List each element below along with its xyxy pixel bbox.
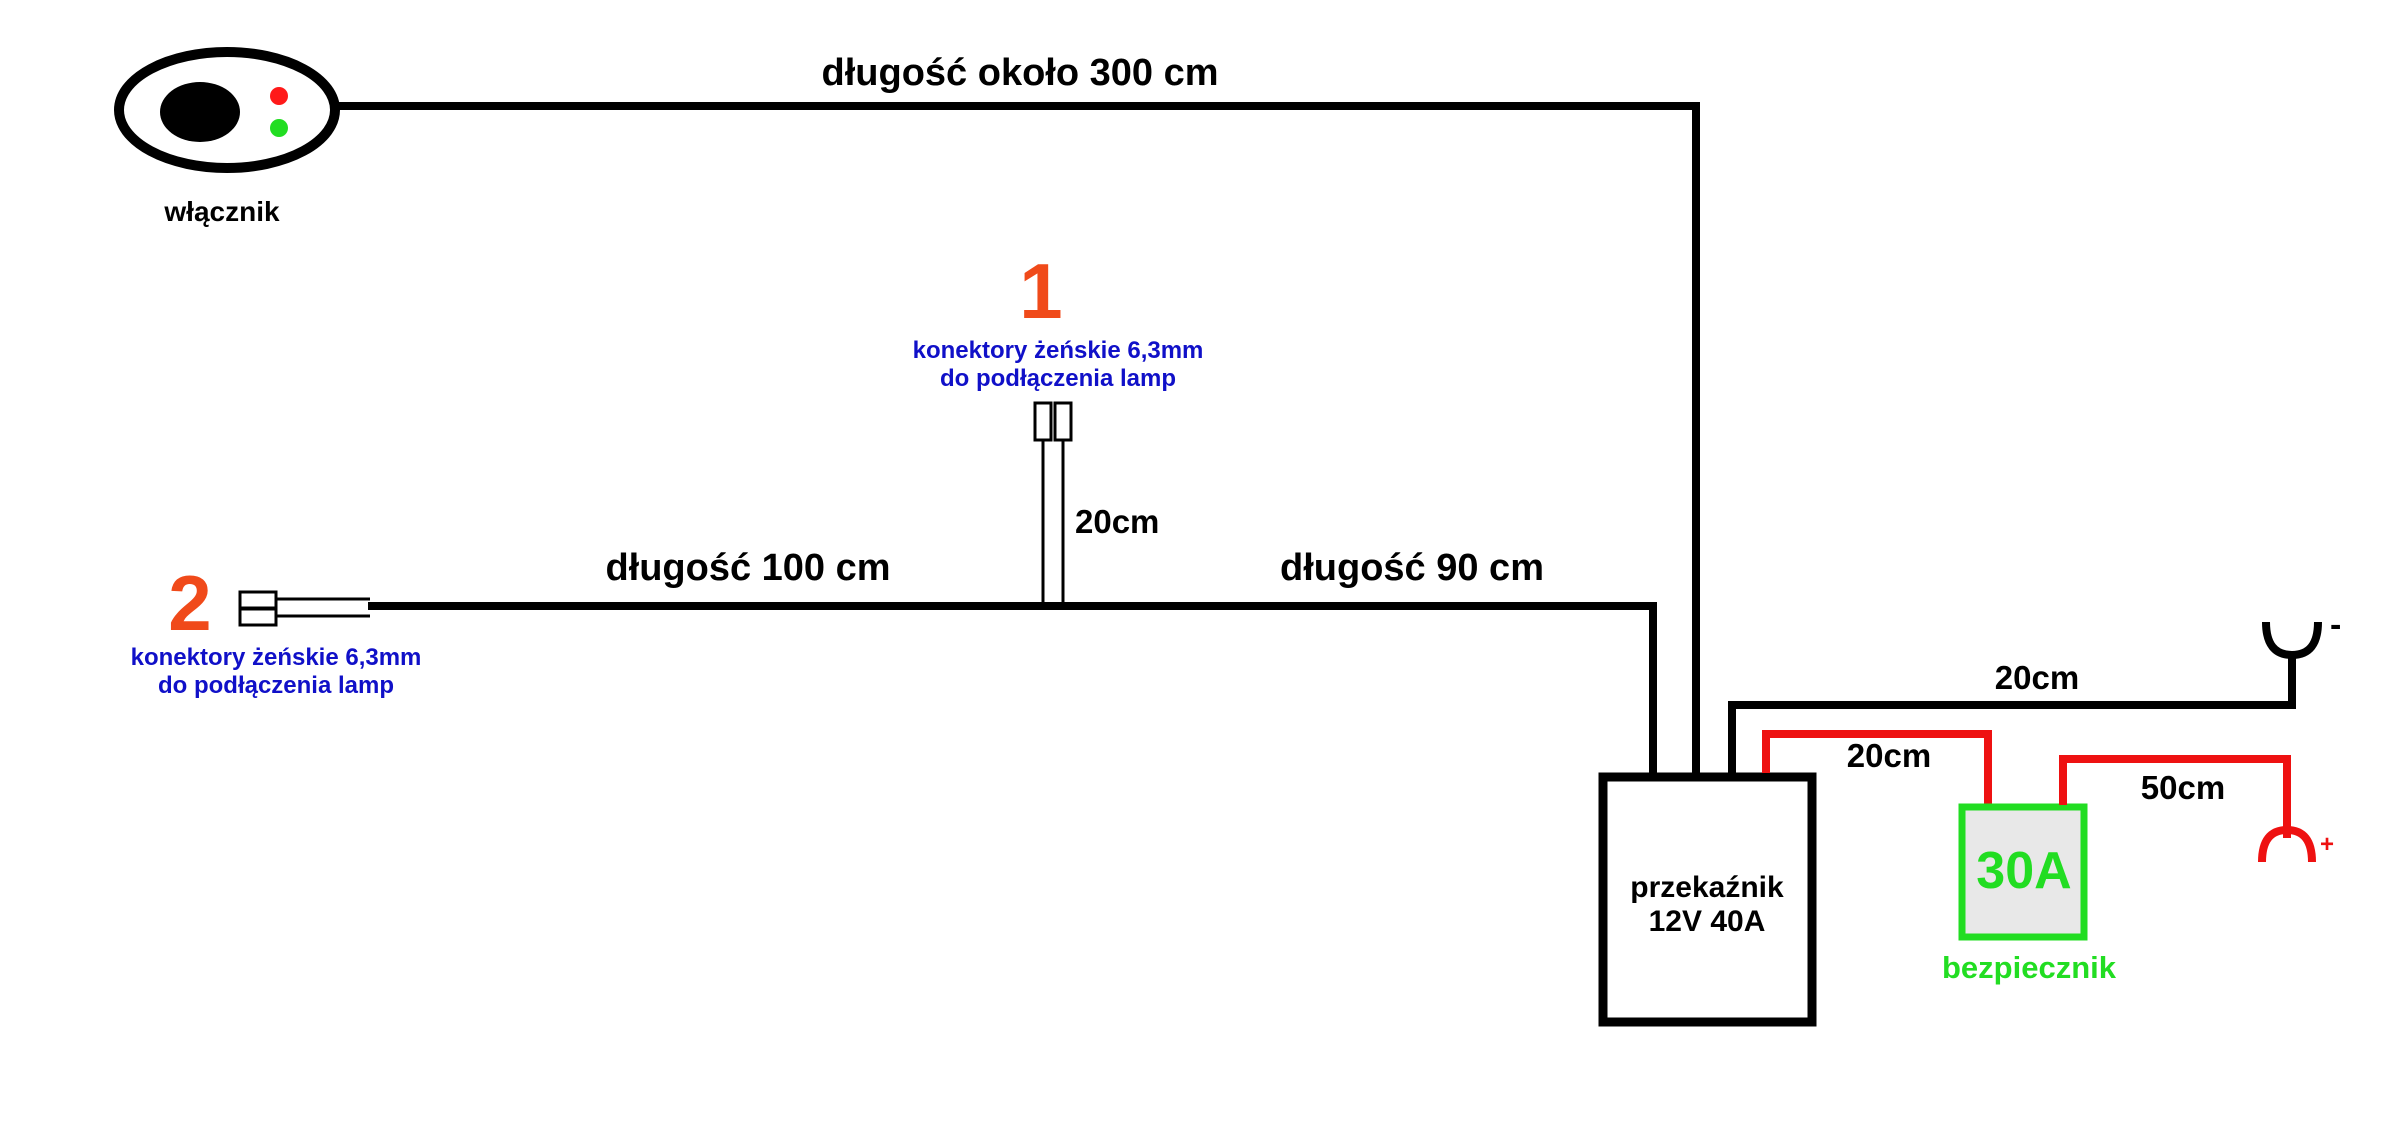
connector-1-desc-line1: konektory żeńskie 6,3mm [913, 337, 1204, 364]
fuse-rating: 30A [1976, 842, 2071, 900]
connector-2-desc-line2: do podłączenia lamp [158, 672, 394, 699]
negative-terminal: - [2262, 606, 2341, 660]
positive-terminal-sign: + [2320, 831, 2334, 858]
connector-2-plug-top [238, 590, 278, 610]
fuse-battery-cable [2059, 755, 2291, 838]
ground-cable-label: 20cm [1995, 659, 2079, 696]
fuse-battery-cable-label: 50cm [2141, 769, 2225, 806]
switch-cable-label: długość około 300 cm [822, 52, 1219, 94]
relay-label-line2: 12V 40A [1649, 905, 1766, 938]
lamp-cable [368, 602, 1657, 773]
connector-1-desc-line2: do podłączenia lamp [940, 365, 1176, 392]
switch: włącznik [114, 47, 340, 227]
positive-terminal: + [2258, 825, 2334, 863]
switch-button [160, 82, 240, 142]
connector-1-plug-right [1053, 401, 1073, 442]
relay-box [1598, 772, 1817, 1027]
switch-led-green [270, 119, 288, 137]
connector-2-desc-line1: konektory żeńskie 6,3mm [131, 644, 422, 671]
switch-led-red [270, 87, 288, 105]
relay: przekaźnik 12V 40A [1598, 772, 1817, 1027]
drop-cable-label: 20cm [1075, 503, 1159, 540]
connector-1-plug-left [1033, 401, 1053, 442]
fuse-label: bezpiecznik [1942, 950, 2117, 985]
left-cable-label: długość 100 cm [605, 547, 890, 589]
connector-2: 2 konektory żeńskie 6,3mm do podłączenia… [131, 559, 422, 699]
relay-fuse-cable [1762, 730, 1992, 805]
ground-cable [1728, 655, 2296, 773]
switch-label: włącznik [163, 196, 280, 227]
fuse: 30A bezpiecznik [1942, 803, 2117, 985]
connector-2-number: 2 [168, 559, 211, 647]
connector-2-plug-bottom [238, 607, 278, 627]
relay-fuse-cable-label: 20cm [1847, 737, 1931, 774]
switch-cable [334, 102, 1700, 773]
negative-terminal-icon [2262, 621, 2322, 660]
connector-1: 1 konektory żeńskie 6,3mm do podłączenia… [913, 247, 1204, 606]
positive-terminal-icon [2258, 825, 2316, 863]
negative-terminal-sign: - [2330, 606, 2341, 644]
connector-1-number: 1 [1019, 247, 1062, 335]
fuse-box [1958, 803, 2088, 941]
right-cable-label: długość 90 cm [1280, 547, 1544, 589]
relay-label-line1: przekaźnik [1630, 871, 1784, 904]
